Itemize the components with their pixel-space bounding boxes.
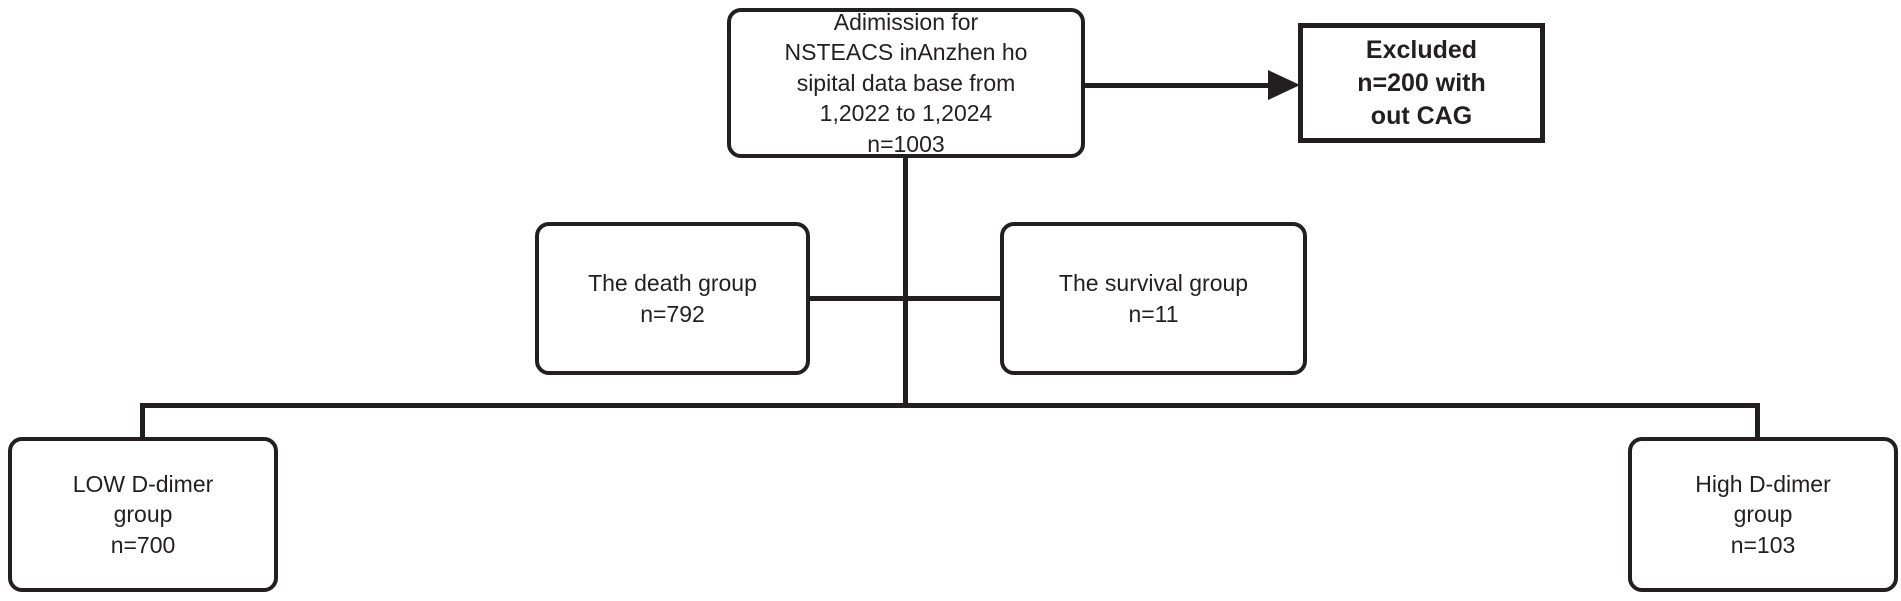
edge-admission-to-excluded (1085, 83, 1275, 88)
node-death-group-label: The death group n=792 (588, 270, 757, 327)
node-survival-group: The survival group n=11 (1000, 222, 1307, 375)
edge-spine-to-death-group (808, 296, 905, 301)
node-low-ddimer-group-label: LOW D-dimer group n=700 (72, 470, 214, 558)
edge-bus-to-low-ddimer-group (140, 403, 145, 439)
arrowhead-icon (1268, 70, 1300, 100)
node-death-group: The death group n=792 (535, 222, 810, 375)
node-low-ddimer-group: LOW D-dimer group n=700 (8, 437, 278, 592)
node-survival-group-label: The survival group n=11 (1058, 270, 1249, 327)
edge-spine-to-survival-group (903, 296, 1002, 301)
edge-bus-to-high-ddimer-group (1755, 403, 1760, 439)
node-admission: Adimission for NSTEACS inAnzhen ho sipit… (727, 8, 1085, 158)
node-excluded-label: Excluded n=200 with out CAG (1357, 35, 1486, 130)
node-high-ddimer-group-label: High D-dimer group n=103 (1695, 470, 1831, 558)
node-high-ddimer-group: High D-dimer group n=103 (1628, 437, 1898, 592)
node-admission-label: Adimission for NSTEACS inAnzhen ho sipit… (784, 9, 1028, 157)
edge-vertical-spine (903, 155, 908, 408)
node-excluded: Excluded n=200 with out CAG (1298, 23, 1545, 143)
edge-bottom-distribution-bus (140, 403, 1760, 408)
